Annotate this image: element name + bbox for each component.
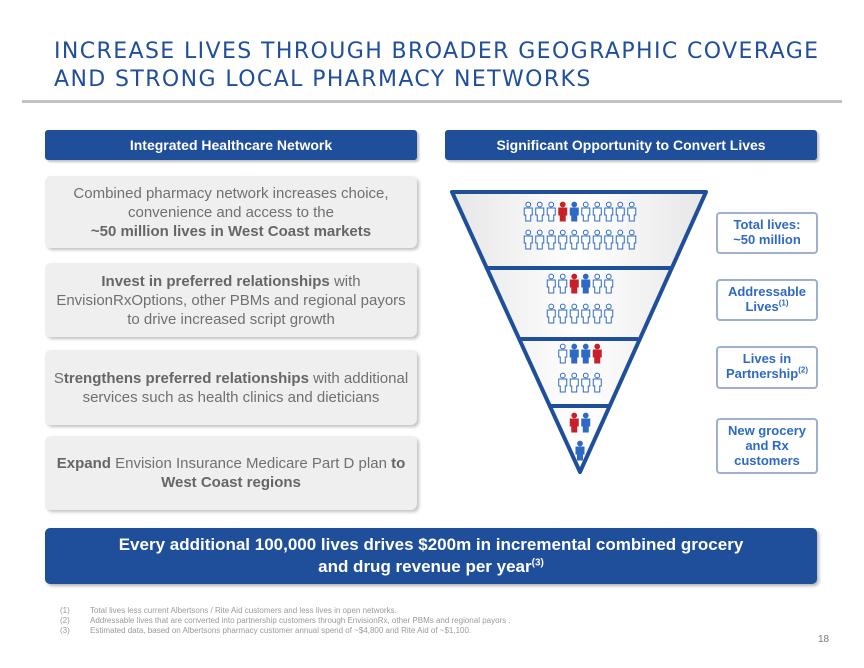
preferred-relationships-box: Invest in preferred relationships with E… — [45, 263, 417, 337]
banner-line2: and drug revenue per year — [318, 557, 532, 576]
person-icons — [523, 201, 637, 461]
person-icon — [558, 273, 568, 294]
box4-bold2: to — [391, 455, 406, 472]
partnership-line1: Lives in — [742, 351, 792, 366]
new-customers-line1: New grocery — [727, 423, 807, 438]
person-icon — [592, 201, 602, 222]
person-icon — [569, 273, 579, 294]
person-icon — [604, 201, 614, 222]
person-icon — [546, 273, 556, 294]
lives-in-partnership-label: Lives in Partnership(2) — [716, 346, 818, 389]
person-icon — [581, 412, 591, 433]
box1-line2: convenience and access to the — [128, 203, 334, 221]
title-line-2: AND STRONG LOCAL PHARMACY NETWORKS — [54, 67, 592, 92]
person-icon — [581, 372, 591, 393]
person-icon — [546, 201, 556, 222]
box4-line2: West Coast regions — [161, 474, 301, 491]
person-icon — [569, 201, 579, 222]
person-icon — [523, 201, 533, 222]
partnership-footnote-ref: (2) — [798, 365, 809, 375]
footnotes: (1)Total lives less current Albertsons /… — [60, 606, 511, 636]
person-icon — [581, 343, 591, 364]
opportunity-header: Significant Opportunity to Convert Lives — [445, 130, 817, 160]
integrated-network-header: Integrated Healthcare Network — [45, 130, 417, 160]
new-customers-line2: and Rx — [745, 438, 789, 453]
person-icon — [627, 229, 637, 250]
addressable-lives-label: Addressable Lives(1) — [716, 279, 818, 321]
banner-line1: Every additional 100,000 lives drives $2… — [118, 535, 744, 554]
lives-funnel-graphic — [450, 190, 708, 474]
box3-line2: services such as health clinics and diet… — [82, 388, 380, 406]
person-icon — [558, 343, 568, 364]
box3-prefix: S — [53, 369, 64, 387]
person-icon — [581, 273, 591, 294]
additional-services-box: Strengthens preferred relationships with… — [45, 350, 417, 425]
person-icon — [592, 372, 602, 393]
person-icon — [581, 201, 591, 222]
person-icon — [604, 229, 614, 250]
person-icon — [558, 372, 568, 393]
page-title: INCREASE LIVES THROUGH BROADER GEOGRAPHI… — [54, 38, 834, 94]
new-customers-label: New grocery and Rx customers — [716, 418, 818, 474]
box3-rest: with additional — [308, 369, 409, 387]
combined-network-box: Combined pharmacy network increases choi… — [45, 176, 417, 248]
addressable-line2: Lives — [745, 299, 779, 314]
addressable-footnote-ref: (1) — [778, 298, 789, 308]
total-lives-line2: ~50 million — [733, 232, 801, 247]
person-icon — [581, 303, 591, 324]
person-icon — [546, 303, 556, 324]
revenue-banner: Every additional 100,000 lives drives $2… — [45, 528, 817, 584]
new-customers-line3: customers — [734, 453, 800, 468]
person-icon — [558, 201, 568, 222]
addressable-line1: Addressable — [727, 284, 807, 299]
person-icon — [592, 343, 602, 364]
total-lives-label: Total lives: ~50 million — [716, 212, 818, 254]
person-icon — [615, 229, 625, 250]
person-icon — [615, 201, 625, 222]
box2-rest: with — [329, 272, 361, 290]
box4-rest: Envision Insurance Medicare Part D plan — [110, 455, 392, 472]
person-icon — [535, 201, 545, 222]
banner-footnote-ref: (3) — [531, 557, 544, 569]
medicare-plan-box: Expand Envision Insurance Medicare Part … — [45, 436, 417, 510]
person-icon — [592, 303, 602, 324]
box2-line2: EnvisionRxOptions, other PBMs and region… — [56, 291, 406, 309]
person-icon — [558, 303, 568, 324]
person-icon — [523, 229, 533, 250]
box2-line3: to drive increased script growth — [127, 310, 335, 328]
box3-bold: trengthens preferred relationships — [63, 369, 309, 387]
footnote-1: (1)Total lives less current Albertsons /… — [60, 606, 397, 615]
box4-bold1: Expand — [56, 455, 111, 472]
person-icon — [569, 412, 579, 433]
funnel-outline — [450, 190, 708, 474]
footnote-2: (2)Addressable lives that are converted … — [60, 616, 511, 625]
person-icon — [627, 201, 637, 222]
person-icon — [558, 229, 568, 250]
title-divider — [22, 100, 842, 103]
person-icon — [592, 273, 602, 294]
footnote-3: (3)Estimated data, based on Albertsons p… — [60, 626, 472, 635]
total-lives-line1: Total lives: — [733, 217, 801, 232]
person-icon — [569, 303, 579, 324]
person-icon — [569, 343, 579, 364]
person-icon — [569, 229, 579, 250]
box1-bold: ~50 million lives in West Coast markets — [90, 222, 372, 240]
person-icon — [592, 229, 602, 250]
title-line-1: INCREASE LIVES THROUGH BROADER GEOGRAPHI… — [54, 39, 820, 64]
person-icon — [569, 372, 579, 393]
person-icon — [535, 229, 545, 250]
box2-bold: Invest in preferred relationships — [101, 272, 330, 290]
box1-line1: Combined pharmacy network increases choi… — [73, 184, 389, 202]
person-icon — [604, 303, 614, 324]
person-icon — [581, 229, 591, 250]
person-icon — [575, 440, 585, 461]
partnership-line2: Partnership — [725, 366, 799, 381]
person-icon — [546, 229, 556, 250]
page-number: 18 — [818, 634, 830, 645]
person-icon — [604, 273, 614, 294]
